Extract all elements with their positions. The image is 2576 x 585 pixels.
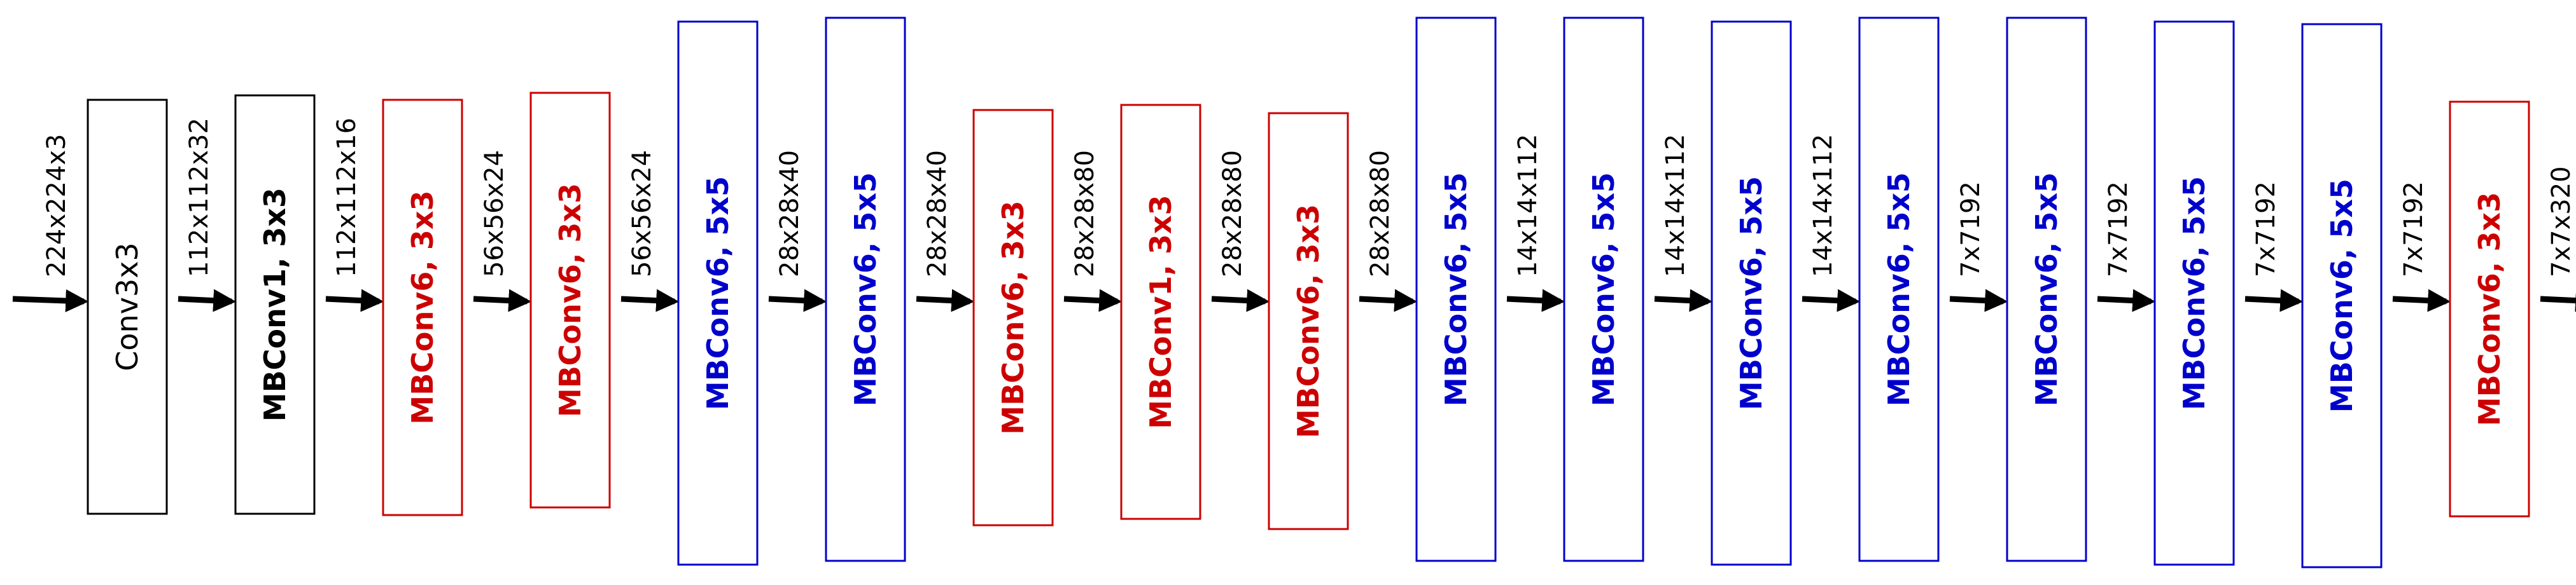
flow-arrow: [916, 289, 975, 312]
layer-block: MBConv6, 3x3: [972, 109, 1054, 526]
layer-box: [1268, 112, 1349, 530]
flow-arrow: [1949, 289, 2008, 312]
layer-box: [825, 17, 906, 562]
layer-box: [2449, 100, 2530, 518]
layer-label: MBConv6, 5x5: [1734, 176, 1768, 410]
layer-block: MBConv1, 3x3: [1120, 104, 1201, 520]
flow-arrow: [473, 289, 532, 312]
layer-box: [2006, 17, 2087, 562]
layer-label: MBConv6, 3x3: [1291, 204, 1326, 438]
layer-label: MBConv6, 3x3: [996, 200, 1030, 434]
layer-label: MBConv6, 3x3: [2472, 192, 2507, 426]
layer-label: MBConv6, 5x5: [701, 176, 735, 410]
layer-label: MBConv6, 5x5: [848, 172, 883, 406]
layer-block: Conv3x3: [87, 99, 168, 515]
tensor-dim-label: 28x28x40: [775, 150, 804, 277]
flow-arrow: [178, 289, 237, 312]
layer-label: MBConv6, 5x5: [2325, 179, 2359, 413]
flow-arrow: [1654, 289, 1713, 312]
layer-block: MBConv6, 5x5: [1858, 17, 1940, 562]
layer-box: [1858, 17, 1940, 562]
flow-arrow: [1063, 289, 1123, 312]
layer-block: MBConv1, 3x3: [234, 94, 316, 515]
flow-arrow: [1211, 289, 1270, 312]
tensor-dim-label: 7x7x320: [2547, 166, 2576, 277]
layer-label: MBConv6, 5x5: [1882, 172, 1916, 406]
layer-block: MBConv6, 3x3: [2449, 100, 2530, 518]
layer-box: [2153, 20, 2235, 566]
layer-block: MBConv6, 3x3: [382, 99, 463, 516]
layer-label: MBConv6, 5x5: [2177, 176, 2211, 410]
layer-block: MBConv6, 5x5: [2301, 23, 2383, 568]
flow-arrow: [2244, 289, 2304, 312]
flow-arrow: [620, 289, 680, 312]
layer-label: Conv3x3: [110, 242, 144, 371]
flow-arrow: [2097, 289, 2156, 312]
layer-label: MBConv1, 3x3: [258, 188, 292, 422]
tensor-dim-label: 112x112x16: [332, 118, 361, 277]
flow-arrow: [1506, 289, 1565, 312]
flow-arrow: [2392, 289, 2451, 312]
tensor-dim-label: 14x14x112: [1661, 134, 1690, 278]
tensor-dim-label: 7x7192: [2251, 181, 2281, 277]
layer-block: MBConv6, 5x5: [2006, 17, 2087, 562]
layer-label: MBConv6, 5x5: [1439, 172, 1473, 406]
tensor-dim-label: 28x28x80: [1366, 150, 1395, 277]
flow-arrow: [1359, 289, 1418, 312]
tensor-dim-label: 14x14x112: [1809, 134, 1838, 278]
layer-box: [1563, 17, 1644, 562]
layer-block: MBConv6, 5x5: [677, 20, 759, 566]
layer-label: MBConv6, 3x3: [553, 183, 587, 417]
tensor-dim-label: 7x7192: [2104, 181, 2133, 277]
tensor-dim-label: 14x14x112: [1513, 134, 1543, 278]
tensor-dim-label: 28x28x80: [1070, 150, 1100, 277]
layer-label: MBConv6, 5x5: [2029, 172, 2064, 406]
layer-block: MBConv6, 5x5: [1711, 20, 1792, 566]
layer-box: [382, 99, 463, 516]
layer-block: MBConv6, 5x5: [825, 17, 906, 562]
flow-arrow: [325, 289, 384, 312]
layer-box: [972, 109, 1054, 526]
tensor-dim-label: 28x28x80: [1218, 150, 1247, 277]
layer-label: MBConv1, 3x3: [1144, 195, 1178, 429]
layer-label: MBConv6, 5x5: [1586, 172, 1621, 406]
input-arrow: [12, 289, 89, 312]
layer-block: MBConv6, 5x5: [1563, 17, 1644, 562]
layer-block: MBConv6, 3x3: [529, 92, 611, 509]
tensor-dim-label: 56x56x24: [627, 150, 657, 277]
tensor-dim-label: 28x28x40: [923, 150, 952, 277]
tensor-dim-label: 56x56x24: [480, 150, 509, 277]
layer-box: [677, 20, 759, 566]
layer-box: [1711, 20, 1792, 566]
tensor-dim-label: 7x7192: [2399, 181, 2428, 277]
tensor-dim-label: 112x112x32: [185, 118, 214, 277]
layer-box: [87, 99, 168, 515]
flow-arrow: [768, 289, 827, 312]
flow-arrow: [1802, 289, 1861, 312]
layer-label: MBConv6, 3x3: [405, 190, 440, 424]
layer-block: MBConv6, 5x5: [2153, 20, 2235, 566]
layer-box: [1415, 17, 1497, 562]
layer-box: [234, 94, 316, 515]
tensor-dim-label: 7x7192: [1956, 181, 1985, 277]
output-arrow: [2540, 289, 2576, 312]
input-dim-label: 224x224x3: [42, 134, 71, 278]
layer-box: [1120, 104, 1201, 520]
layer-block: MBConv6, 3x3: [1268, 112, 1349, 530]
layer-box: [529, 92, 611, 509]
layer-box: [2301, 23, 2383, 568]
layer-block: MBConv6, 5x5: [1415, 17, 1497, 562]
